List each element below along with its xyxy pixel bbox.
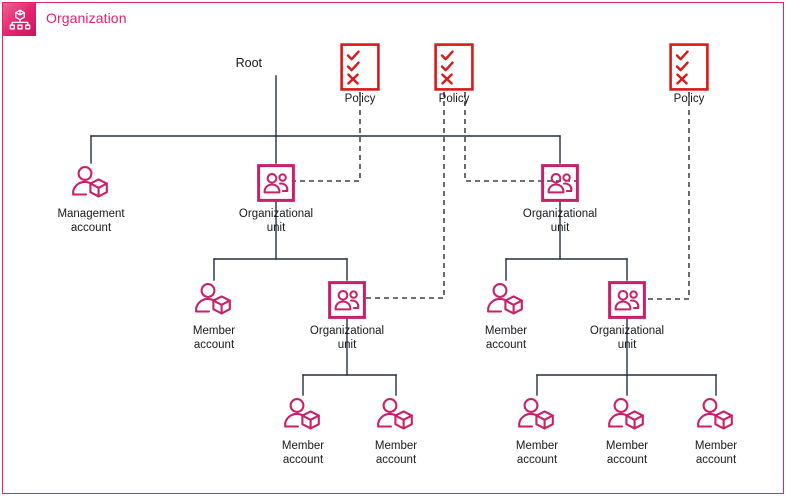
account-person-cube-icon — [72, 166, 108, 198]
node-member-ll1[interactable]: Member account — [243, 393, 363, 467]
node-ou-left[interactable]: Organizational unit — [216, 161, 336, 235]
account-person-cube-icon — [697, 398, 733, 430]
node-label-member-ll2: Member account — [374, 440, 418, 466]
node-ou-right[interactable]: Organizational unit — [500, 161, 620, 235]
node-policy-2[interactable]: Policy — [394, 43, 514, 107]
node-member-ll2[interactable]: Member account — [336, 393, 456, 467]
ou-group-box-icon — [567, 278, 687, 322]
account-person-cube-icon — [608, 398, 644, 430]
account-person-cube-icon — [487, 283, 523, 315]
account-person-cube-icon — [243, 393, 363, 437]
account-person-cube-icon — [518, 398, 554, 430]
ou-group-box-icon — [328, 281, 366, 319]
account-person-cube-icon — [31, 161, 151, 205]
node-label-policy-1: Policy — [344, 93, 376, 105]
policy-checklist-icon — [629, 43, 749, 91]
node-label-ou-left-sub: Organizational unit — [309, 325, 385, 351]
organization-title: Organization — [46, 10, 127, 26]
policy-checklist-icon — [434, 43, 474, 91]
account-person-cube-icon — [477, 393, 597, 437]
policy-checklist-icon — [300, 43, 420, 91]
account-person-cube-icon — [377, 398, 413, 430]
account-person-cube-icon — [567, 393, 687, 437]
node-label-member-rr2: Member account — [605, 440, 649, 466]
ou-group-box-icon — [216, 161, 336, 205]
node-member-rr1[interactable]: Member account — [477, 393, 597, 467]
node-label-policy-2: Policy — [438, 93, 470, 105]
node-ou-right-sub[interactable]: Organizational unit — [567, 278, 687, 352]
node-label-member-r1: Member account — [484, 325, 528, 351]
node-label-member-rr3: Member account — [694, 440, 738, 466]
root-label: Root — [235, 56, 262, 70]
ou-group-box-icon — [257, 164, 295, 202]
edge-policy-2-to-ou-left-sub — [365, 83, 445, 299]
node-member-l1[interactable]: Member account — [154, 278, 274, 352]
account-person-cube-icon — [284, 398, 320, 430]
policy-checklist-icon — [394, 43, 514, 91]
edge-policy-3-to-ou-right-sub — [645, 83, 690, 300]
node-label-policy-3: Policy — [673, 93, 705, 105]
node-ou-left-sub[interactable]: Organizational unit — [287, 278, 407, 352]
organization-chart-icon — [3, 3, 36, 36]
account-person-cube-icon — [154, 278, 274, 322]
ou-group-box-icon — [608, 281, 646, 319]
node-policy-3[interactable]: Policy — [629, 43, 749, 107]
account-person-cube-icon — [656, 393, 776, 437]
node-member-r1[interactable]: Member account — [446, 278, 566, 352]
account-person-cube-icon — [446, 278, 566, 322]
ou-group-box-icon — [287, 278, 407, 322]
policy-checklist-icon — [669, 43, 709, 91]
node-label-member-ll1: Member account — [281, 440, 325, 466]
ou-group-box-icon — [541, 164, 579, 202]
ou-group-box-icon — [500, 161, 620, 205]
node-label-ou-right: Organizational unit — [522, 208, 598, 234]
node-label-mgmt-acct: Management account — [57, 208, 125, 234]
policy-checklist-icon — [340, 43, 380, 91]
node-member-rr2[interactable]: Member account — [567, 393, 687, 467]
node-label-ou-right-sub: Organizational unit — [589, 325, 665, 351]
node-policy-1[interactable]: Policy — [300, 43, 420, 107]
node-mgmt-acct[interactable]: Management account — [31, 161, 151, 235]
node-label-member-l1: Member account — [192, 325, 236, 351]
node-label-member-rr1: Member account — [515, 440, 559, 466]
node-label-ou-left: Organizational unit — [238, 208, 314, 234]
node-member-rr3[interactable]: Member account — [656, 393, 776, 467]
account-person-cube-icon — [336, 393, 456, 437]
account-person-cube-icon — [195, 283, 231, 315]
